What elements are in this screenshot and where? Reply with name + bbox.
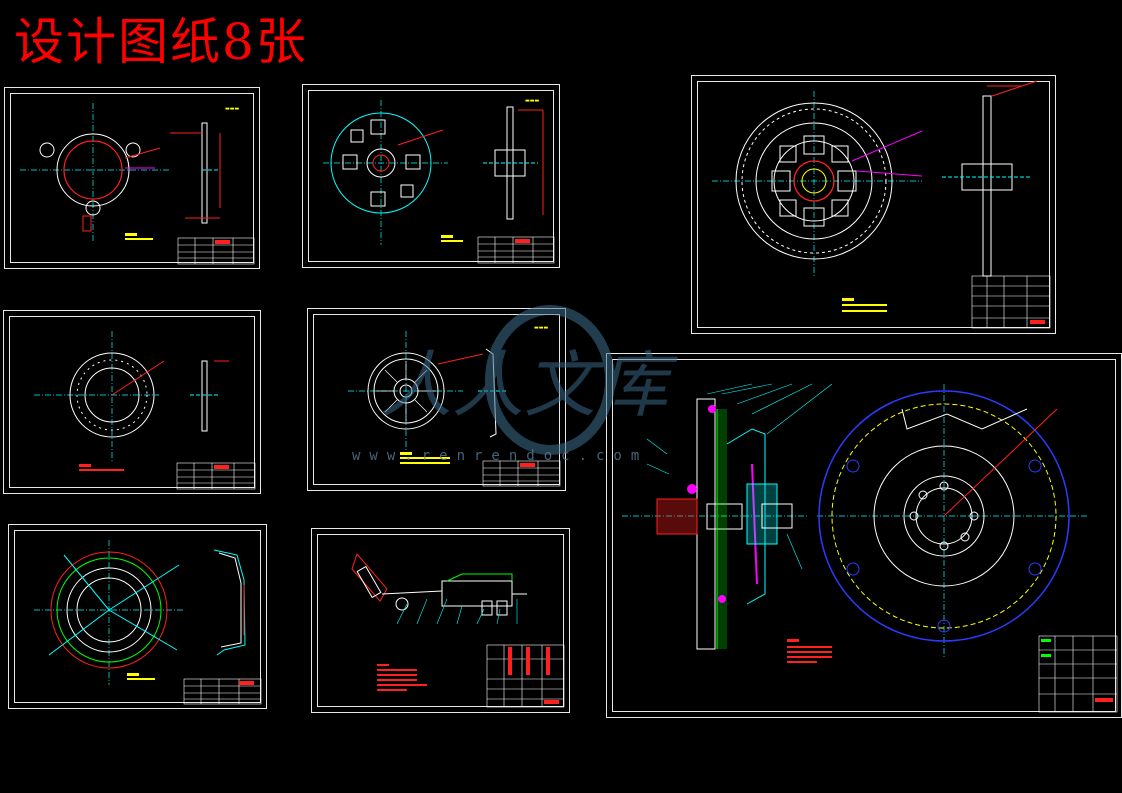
page-title: 设计图纸8张	[14, 13, 308, 71]
svg-text:▬▬▬: ▬▬▬	[225, 106, 239, 112]
drawing-sheet-friction-lining[interactable]	[3, 310, 261, 494]
drawing-inner-frame	[697, 81, 1050, 328]
friction-lining-drawing	[34, 331, 256, 490]
drawing-sheet-hub-damper[interactable]: ▬▬▬	[302, 84, 560, 268]
drawing-inner-frame	[317, 534, 564, 707]
drawing-inner-frame	[308, 90, 554, 262]
watermark-logo-icon: 人人文库	[380, 305, 678, 455]
drawing-sheet-pressure-plate[interactable]	[8, 524, 267, 709]
hydraulic-actuator-drawing	[351, 553, 565, 708]
drawing-sheet-diaphragm-spring[interactable]: ▬▬▬	[307, 308, 566, 491]
drawing-sheet-hydraulic-actuator[interactable]	[311, 528, 570, 713]
drawing-inner-frame	[313, 314, 560, 485]
clutch-assembly-drawing	[622, 383, 1118, 713]
pressure-plate-drawing	[34, 540, 262, 705]
drawing-inner-frame	[14, 530, 261, 703]
drawing-inner-frame	[10, 93, 254, 263]
diaphragm-spring-drawing: ▬▬▬	[348, 325, 561, 487]
svg-text:人人文库: 人人文库	[380, 343, 678, 427]
drawing-sheet-clutch-disc-assembly[interactable]	[691, 75, 1056, 334]
svg-text:▬▬▬: ▬▬▬	[534, 325, 548, 331]
drawing-inner-frame	[9, 316, 255, 488]
watermark-url: www.renrendoc.com	[352, 448, 649, 464]
drawing-sheet-release-fork[interactable]: ▬▬▬	[4, 87, 260, 269]
drawing-inner-frame	[612, 359, 1116, 712]
clutch-disc-assembly-drawing	[712, 80, 1051, 329]
svg-text:▬▬▬: ▬▬▬	[525, 98, 539, 104]
hub-damper-drawing: ▬▬▬	[323, 98, 555, 264]
release-fork-drawing: ▬▬▬	[20, 103, 255, 265]
drawing-sheet-clutch-assembly[interactable]	[606, 353, 1122, 718]
